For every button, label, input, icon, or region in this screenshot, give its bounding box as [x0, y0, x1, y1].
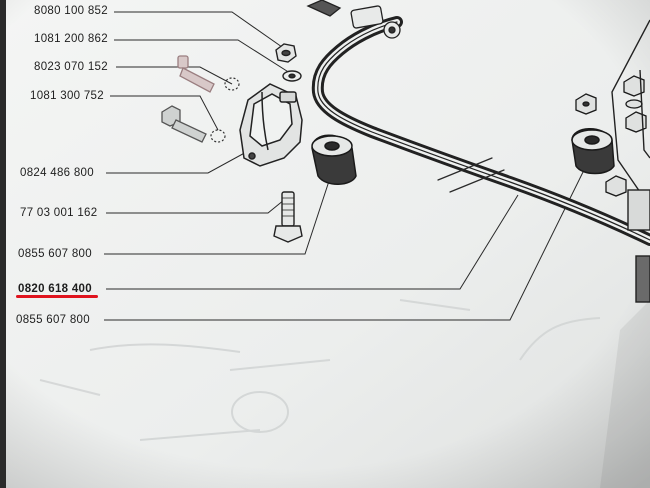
- sway-bar: [311, 16, 650, 246]
- part-number-label: 0824 486 800: [20, 167, 94, 179]
- lock-washer-1: [224, 77, 240, 91]
- part-number-label: 1081 300 752: [30, 90, 104, 102]
- part-number-label-highlighted: 0820 618 400: [18, 283, 92, 295]
- part-number-label: 1081 200 862: [34, 33, 108, 45]
- rubber-bushing: [311, 134, 357, 185]
- right-nuts: [575, 75, 647, 197]
- nut-top: [275, 43, 297, 63]
- bar-end-link: [306, 0, 401, 39]
- part-number-label: 8023 070 152: [34, 61, 108, 73]
- bushing-right: [571, 128, 615, 175]
- bolt-middle: [161, 105, 207, 143]
- ghost-print: [39, 299, 601, 441]
- part-number-label: 77 03 001 162: [20, 207, 98, 219]
- washer: [282, 70, 302, 82]
- lock-washer-2: [210, 129, 226, 143]
- bolt-upper: [177, 55, 215, 93]
- part-number-label: 0855 607 800: [18, 248, 92, 260]
- bolt-vertical: [273, 191, 303, 243]
- leader-lines: [104, 11, 586, 321]
- right-bracket: [611, 19, 650, 303]
- clamp-bracket: [239, 83, 303, 167]
- highlight-underline: [16, 295, 98, 298]
- part-number-label: 0855 607 800: [16, 314, 90, 326]
- part-number-label: 8080 100 852: [34, 5, 108, 17]
